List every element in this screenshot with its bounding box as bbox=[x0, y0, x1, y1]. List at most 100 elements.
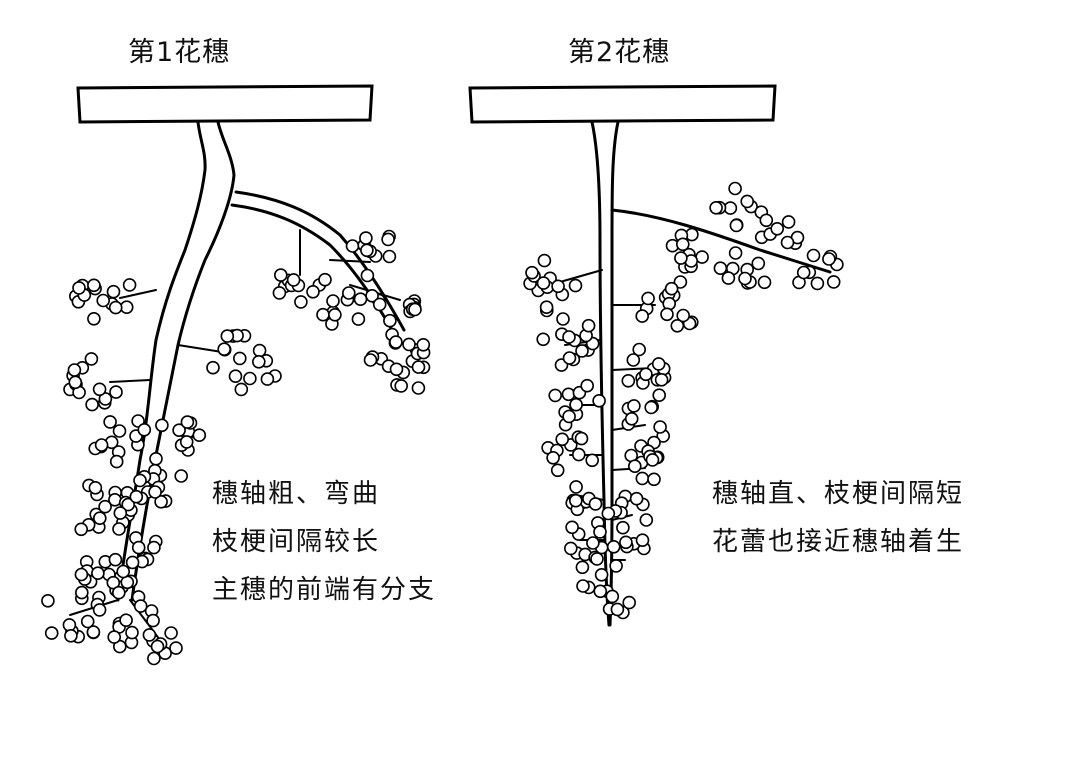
flower-bud bbox=[621, 373, 636, 388]
flower-bud bbox=[616, 520, 630, 535]
flower-bud bbox=[86, 625, 101, 639]
panel-1-twig bbox=[177, 344, 223, 353]
flower-bud bbox=[660, 307, 674, 322]
flower-bud bbox=[654, 372, 669, 387]
flower-bud bbox=[172, 423, 186, 438]
flower-bud bbox=[146, 613, 160, 628]
flower-bud bbox=[780, 235, 795, 250]
flower-bud bbox=[359, 231, 373, 245]
flower-bud bbox=[590, 552, 604, 566]
flower-bud bbox=[757, 275, 772, 290]
flower-bud bbox=[389, 362, 404, 377]
flower-bud bbox=[228, 369, 243, 384]
flower-bud bbox=[155, 418, 169, 433]
flower-bud bbox=[122, 278, 137, 292]
flower-bud bbox=[728, 246, 743, 260]
panel-2-twig bbox=[559, 269, 603, 283]
flower-bud bbox=[550, 463, 565, 478]
flower-bud bbox=[709, 201, 723, 215]
flower-bud bbox=[74, 567, 89, 582]
flower-bud bbox=[721, 271, 736, 285]
flower-bud bbox=[647, 472, 661, 487]
flower-bud bbox=[273, 268, 288, 282]
flower-bud bbox=[525, 265, 539, 280]
panel-1-twig bbox=[329, 259, 371, 263]
flower-bud bbox=[632, 342, 647, 357]
flower-bud bbox=[75, 585, 89, 600]
flower-bud bbox=[72, 281, 86, 295]
flower-bud bbox=[629, 491, 644, 506]
flower-bud bbox=[606, 539, 621, 554]
flower-bud bbox=[67, 363, 82, 377]
flower-bud bbox=[116, 564, 130, 579]
flower-bud bbox=[106, 575, 121, 590]
flower-bud bbox=[93, 511, 107, 526]
flower-bud bbox=[561, 387, 576, 402]
flower-bud bbox=[394, 379, 409, 393]
flower-bud bbox=[610, 602, 625, 617]
panel-2-upper-branch bbox=[610, 208, 832, 274]
flower-bud bbox=[382, 249, 397, 264]
flower-bud bbox=[555, 432, 570, 447]
panel-1-rachis-left-edge bbox=[116, 120, 207, 602]
flower-bud bbox=[74, 522, 88, 537]
panel-1-notes: 穗轴粗、弯曲 枝梗间隔较长 主穗的前端有分支 bbox=[212, 470, 436, 614]
flower-bud bbox=[68, 375, 83, 390]
flower-bud-clusters bbox=[41, 181, 844, 666]
panel-1-twig bbox=[119, 289, 157, 299]
flower-bud bbox=[169, 641, 183, 655]
flower-bud bbox=[806, 248, 821, 263]
flower-bud bbox=[670, 318, 685, 333]
flower-bud bbox=[92, 382, 107, 397]
flower-bud bbox=[673, 275, 688, 289]
flower-bud bbox=[125, 625, 139, 640]
flower-bud bbox=[147, 651, 161, 666]
flower-bud bbox=[569, 480, 583, 494]
flower-bud bbox=[796, 265, 811, 280]
flower-bud bbox=[234, 382, 249, 397]
flower-bud bbox=[563, 541, 578, 556]
flower-bud bbox=[345, 239, 360, 253]
flower-bud bbox=[149, 451, 163, 466]
flower-bud bbox=[644, 400, 659, 415]
flower-bud bbox=[740, 194, 755, 209]
flower-bud bbox=[148, 485, 162, 499]
flower-bud bbox=[601, 506, 616, 521]
flower-bud bbox=[112, 424, 127, 438]
flower-bud bbox=[581, 318, 596, 333]
panel-1-note-line: 枝梗间隔较长 bbox=[212, 527, 381, 557]
flower-bud bbox=[562, 330, 576, 344]
flower-bud bbox=[635, 309, 650, 323]
flower-bud bbox=[85, 397, 99, 412]
panel-1-note-line: 主穗的前端有分支 bbox=[212, 575, 437, 605]
flower-bud bbox=[568, 278, 583, 293]
flower-bud bbox=[569, 397, 583, 412]
flower-bud bbox=[260, 372, 275, 386]
flower-bud bbox=[147, 540, 161, 555]
flower-bud bbox=[131, 540, 146, 555]
flower-bud bbox=[44, 626, 59, 640]
flower-bud bbox=[402, 337, 416, 352]
flower-bud bbox=[652, 388, 667, 403]
flower-bud bbox=[574, 431, 589, 446]
flower-bud bbox=[353, 292, 368, 307]
flower-bud bbox=[635, 533, 650, 548]
panel-1-illustration bbox=[69, 84, 406, 641]
flower-bud bbox=[675, 237, 690, 252]
flower-bud bbox=[639, 513, 654, 527]
flower-bud bbox=[592, 393, 606, 408]
flower-bud bbox=[119, 300, 134, 315]
flower-bud bbox=[243, 371, 257, 386]
panel-2-note-line: 花蕾也接近穗轴着生 bbox=[712, 527, 965, 557]
flower-bud bbox=[624, 411, 639, 426]
flower-bud bbox=[729, 218, 744, 233]
flower-bud bbox=[351, 312, 366, 326]
flower-bud bbox=[64, 628, 78, 643]
flower-bud bbox=[108, 300, 123, 315]
flower-bud bbox=[575, 344, 589, 358]
flower-bud bbox=[84, 352, 99, 366]
flower-bud bbox=[585, 453, 600, 468]
panel-2-notes: 穗轴直、枝梗间隔短 花蕾也接近穗轴着生 bbox=[712, 470, 964, 566]
flower-bud bbox=[713, 261, 728, 276]
flower-bud bbox=[94, 438, 109, 452]
